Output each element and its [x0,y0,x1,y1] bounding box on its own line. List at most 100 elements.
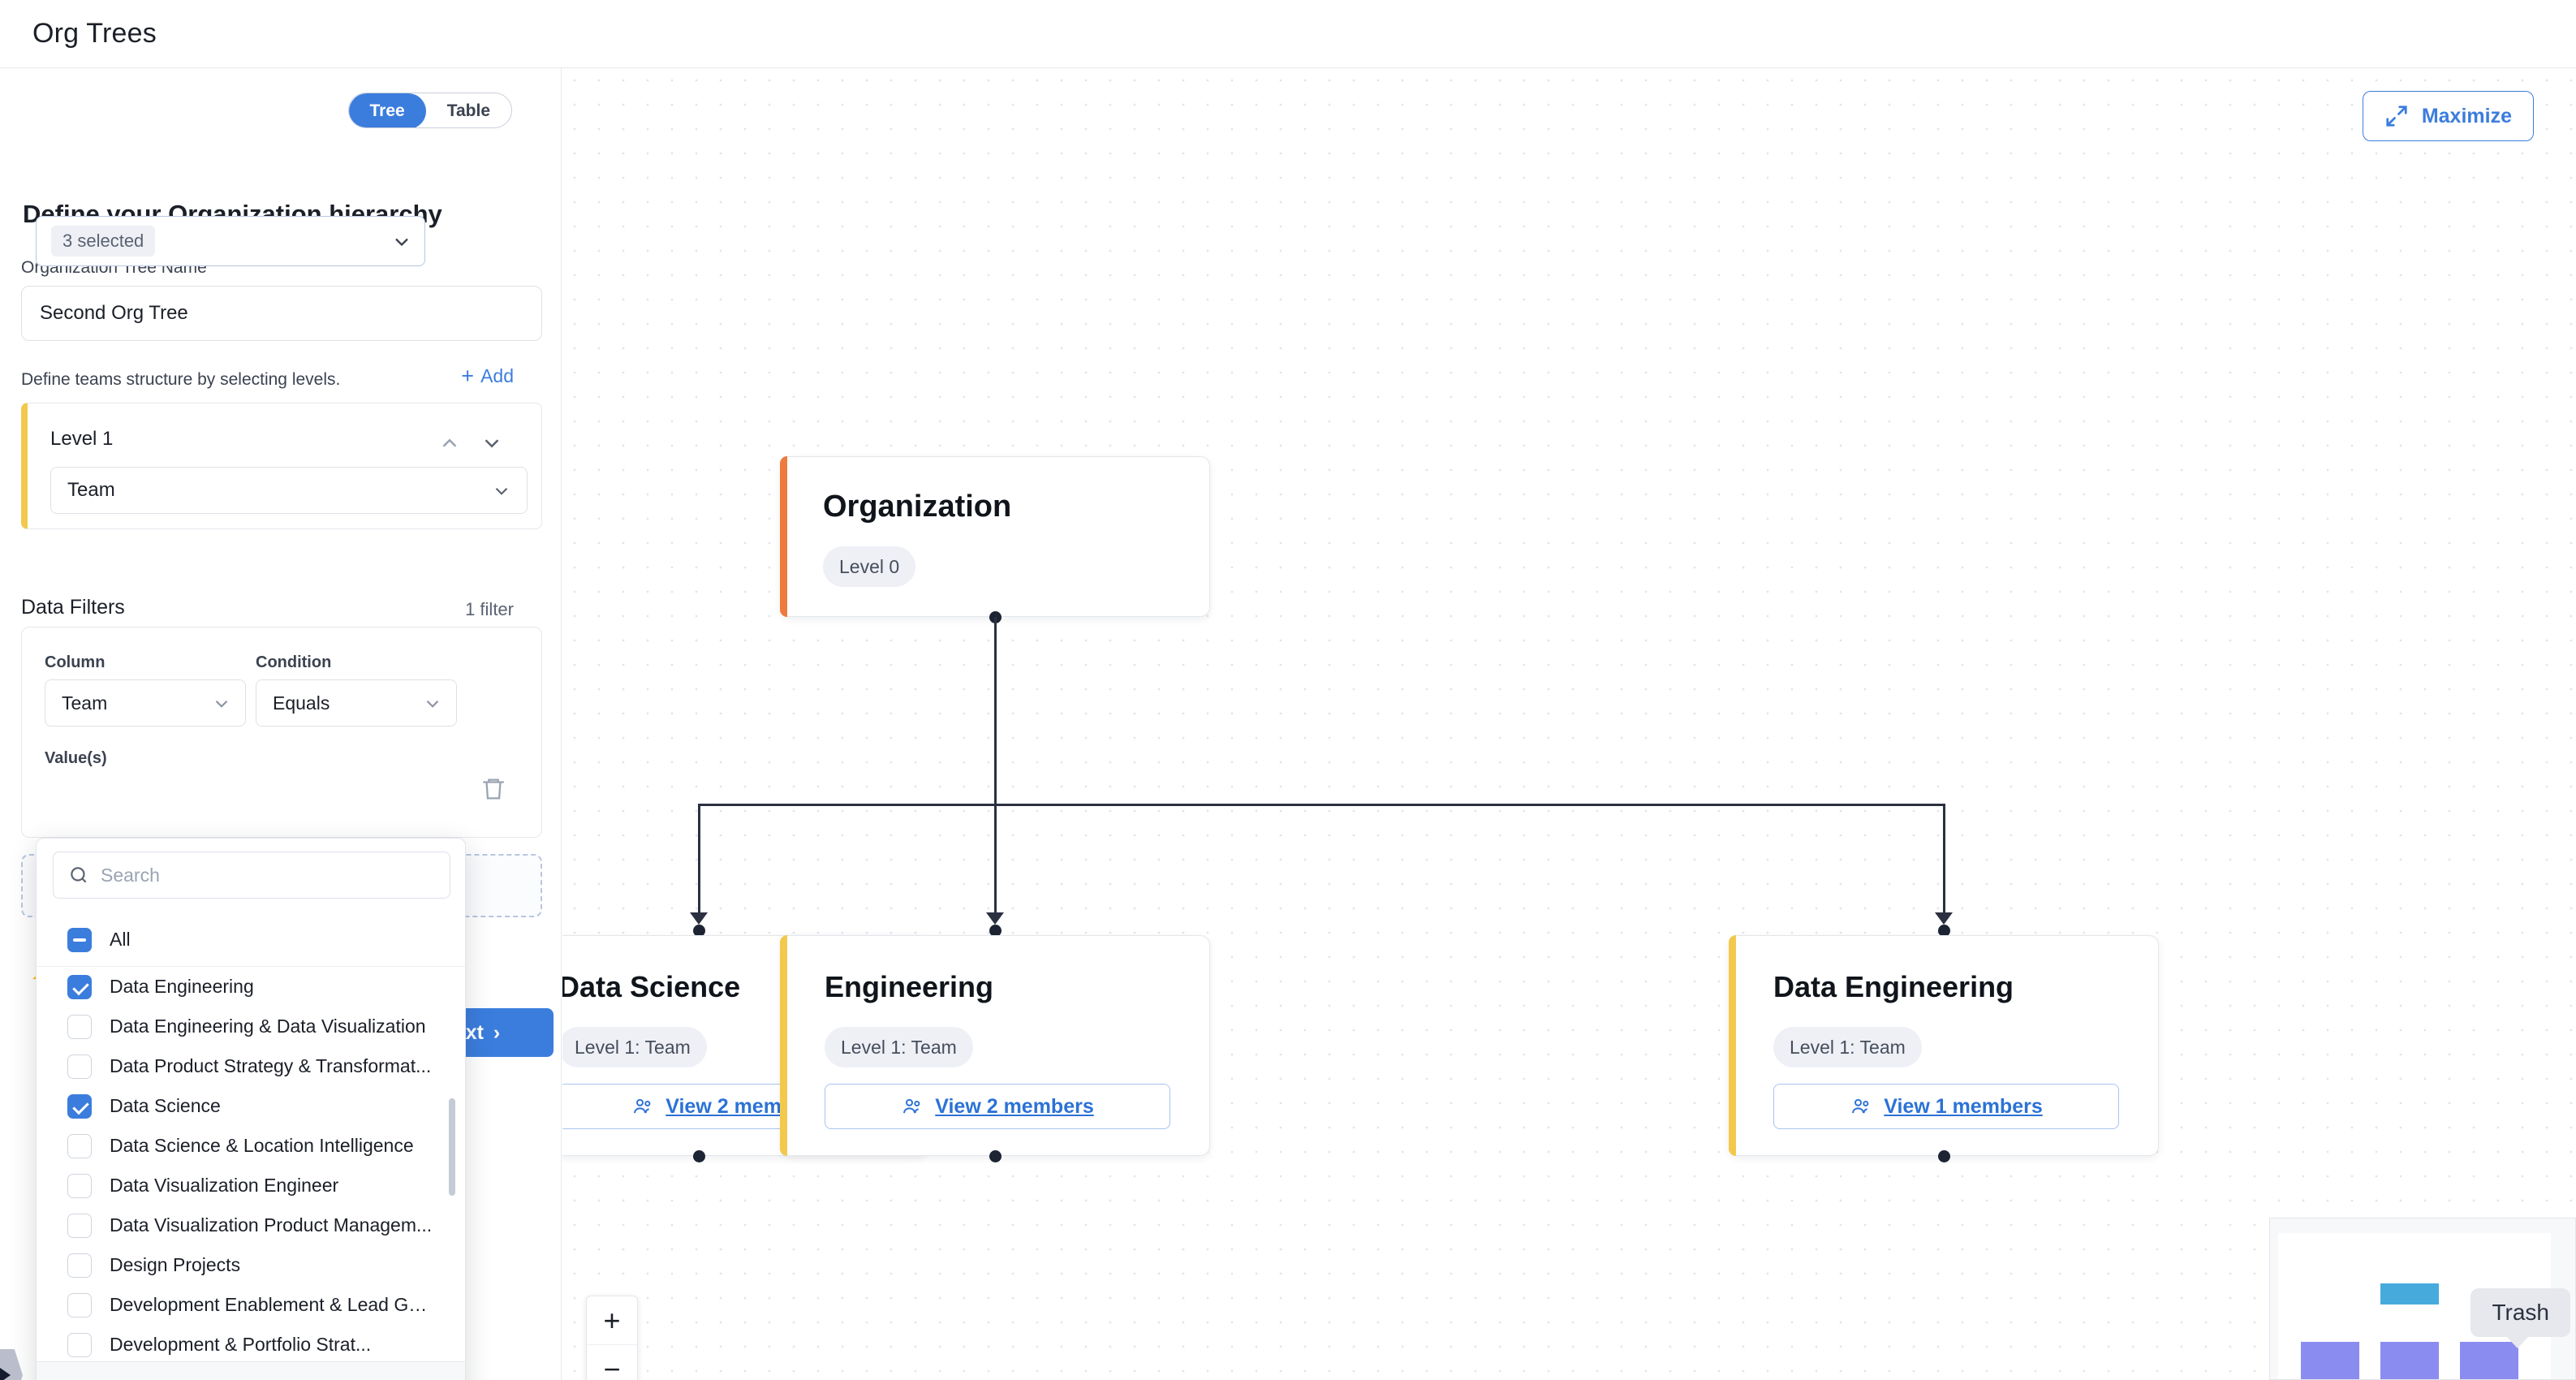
list-item[interactable]: Data Engineering & Data Visualization [37,1007,465,1046]
condition-label: Condition [256,653,332,671]
zoom-out-button[interactable]: − [603,1352,621,1380]
trash-icon[interactable] [480,775,507,803]
chevron-down-icon [215,700,228,708]
list-item[interactable]: Data Engineering [37,967,465,1007]
chevron-down-icon [495,487,508,495]
search-field[interactable] [53,852,450,899]
node-handle-top[interactable] [693,925,705,937]
list-item[interactable]: Data Science [37,1086,465,1126]
view-members-label: View 1 members [1884,1094,2043,1118]
node-handle-bottom[interactable] [693,1150,705,1162]
option-label: Data Engineering [110,976,254,997]
plus-icon: + [461,364,475,388]
tree-name-input[interactable] [21,286,542,341]
tree-node-child[interactable]: Data Engineering Level 1: Team View 1 me… [1729,935,2159,1156]
view-members-button[interactable]: View 2 members [825,1084,1170,1129]
minimap-node-root [2380,1283,2439,1305]
zoom-in-button[interactable]: + [587,1296,637,1345]
checkbox[interactable] [67,1253,92,1278]
define-teams-hint: Define teams structure by selecting leve… [21,370,341,389]
panel-collapse-toggle[interactable] [0,1349,23,1380]
chevron-right-icon [0,1368,11,1380]
checkbox[interactable] [67,1332,92,1357]
option-all[interactable]: All [37,913,465,967]
maximize-label: Maximize [2421,104,2512,127]
chevron-up-icon[interactable] [437,431,462,455]
maximize-button[interactable]: Maximize [2362,91,2534,141]
checkbox[interactable] [67,1292,92,1317]
search-input[interactable] [101,864,425,886]
node-title: Data Science [562,970,741,1003]
view-toggle: Tree Table [347,93,512,128]
node-accent [1729,935,1736,1156]
minimap-node-child [2380,1342,2439,1379]
filter-count-label: 1 filter [465,599,514,619]
values-label: Value(s) [45,749,107,767]
option-label: Development & Portfolio Strat... [110,1334,372,1355]
option-list[interactable]: Data Engineering Data Engineering & Data… [37,967,465,1363]
level-name: Level 1 [50,428,114,450]
edge-branch-right [1943,804,1945,917]
option-label: Design Projects [110,1254,241,1275]
tab-table[interactable]: Table [446,101,490,120]
node-handle-bottom[interactable] [1938,1150,1950,1162]
node-title: Engineering [825,970,994,1003]
edge-arrow-left [690,912,708,925]
node-accent [780,935,787,1156]
chevron-down-icon [426,700,439,708]
add-level-label: Add [480,365,514,386]
condition-value: Equals [273,692,330,714]
people-icon [634,1098,651,1114]
option-list-scrollbar[interactable] [449,1098,455,1196]
condition-select[interactable]: Equals [256,679,457,727]
node-badge: Level 1: Team [825,1027,973,1067]
add-level-button[interactable]: + Add [461,365,514,387]
node-badge: Level 1: Team [562,1027,707,1067]
list-item[interactable]: Data Visualization Engineer [37,1166,465,1205]
list-item[interactable]: Data Science & Location Intelligence [37,1126,465,1166]
view-members-label: View 2 members [935,1094,1094,1118]
edge-arrow-mid [986,912,1004,925]
trash-tooltip: Trash [2470,1288,2570,1348]
checkbox[interactable] [67,1014,92,1039]
option-label: Data Engineering & Data Visualization [110,1016,426,1037]
tree-canvas[interactable]: Maximize Organization Level 0 Data Scien… [562,68,2576,1380]
view-members-button[interactable]: View 1 members [1773,1084,2119,1129]
filter-card: Column Team Condition Equals Value(s) [21,627,542,838]
level-card: Level 1 Team [21,403,542,529]
option-all-label: All [110,929,131,950]
values-multiselect-trigger[interactable]: 3 selected [36,216,425,266]
list-item[interactable]: Data Product Strategy & Transformat... [37,1046,465,1086]
checkbox[interactable] [67,1093,92,1119]
load-more-button[interactable]: Load More (200/333) [37,1361,465,1380]
checkbox[interactable] [67,1173,92,1198]
node-badge: Level 1: Team [1773,1027,1922,1067]
checkbox[interactable] [67,1054,92,1079]
level-type-select[interactable]: Team [50,467,528,514]
node-handle-top[interactable] [989,925,1002,937]
checkbox[interactable] [67,1133,92,1158]
column-label: Column [45,653,106,671]
chevron-down-icon[interactable] [480,431,504,455]
tree-node-child[interactable]: Engineering Level 1: Team View 2 members [780,935,1210,1156]
list-item[interactable]: Data Visualization Product Managem... [37,1205,465,1245]
node-handle-top[interactable] [1938,925,1950,937]
edge-branch-left [698,804,700,917]
node-handle-bottom[interactable] [989,1150,1002,1162]
list-item[interactable]: Development & Portfolio Strat... [37,1325,465,1363]
tab-tree[interactable]: Tree [348,93,426,127]
canvas-minimap[interactable]: Trash [2269,1218,2576,1380]
minimap-node-child [2301,1342,2359,1379]
option-label: Development Enablement & Lead Ge... [110,1294,434,1315]
checkbox-all[interactable] [67,927,92,952]
node-accent [780,456,787,617]
checkbox[interactable] [67,974,92,999]
app-header: Org Trees [0,0,2576,68]
column-select[interactable]: Team [45,679,246,727]
tree-node-root[interactable]: Organization Level 0 [780,456,1210,617]
list-item[interactable]: Design Projects [37,1245,465,1285]
list-item[interactable]: Development Enablement & Lead Ge... [37,1285,465,1325]
level-type-value: Team [67,479,115,501]
checkbox[interactable] [67,1213,92,1238]
people-icon [903,1098,920,1114]
